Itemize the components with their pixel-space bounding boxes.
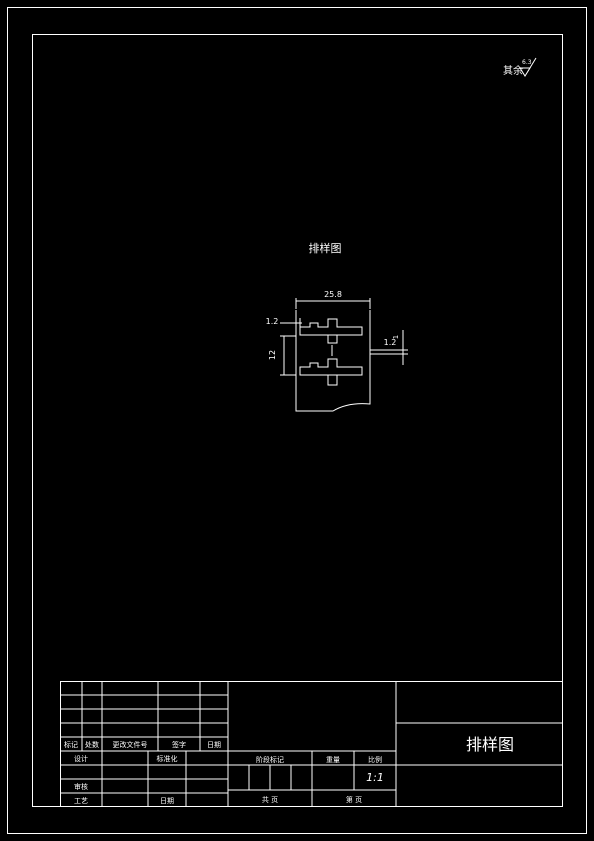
right-vertical-dim: 1: [392, 335, 400, 339]
width-dim-lines: [295, 298, 371, 309]
right-gap-dim-lines: [370, 330, 408, 365]
label-process: 工艺: [74, 797, 88, 805]
left-gap-dim: 1.2: [266, 317, 279, 326]
outer-border: [7, 7, 587, 834]
pitch-dim-lines: [280, 335, 296, 376]
sheet-number: 第 页: [346, 795, 362, 804]
roughness-symbol-icon: [519, 57, 537, 77]
label-review: 审核: [74, 782, 88, 791]
strip-layout: 25.8 1.2 12 1.2 1: [266, 290, 408, 412]
right-gap-dim: 1.2: [384, 338, 397, 347]
title-block-drawing-name: 排样图: [466, 735, 514, 754]
left-grid-rows: [60, 694, 228, 794]
left-grid-cols-upper: [81, 681, 201, 751]
scale-value: 1:1: [366, 771, 384, 784]
label-change-doc: 更改文件号: [113, 740, 148, 749]
label-date: 日期: [207, 741, 221, 749]
pitch-dim: 12: [268, 350, 277, 360]
sheets-total: 共 页: [262, 795, 278, 804]
part-lower-stem: [327, 375, 338, 386]
label-count: 处数: [85, 740, 99, 749]
roughness-label: 其余: [503, 64, 523, 77]
width-dim: 25.8: [324, 290, 342, 299]
label-date-lower: 日期: [160, 797, 174, 805]
part-lower: [299, 358, 363, 376]
label-signature: 签字: [172, 740, 186, 749]
title-block: 标记 处数 更改文件号 签字 日期 设计 标准化 审核 工艺 日期 阶段标记 重…: [60, 681, 563, 807]
label-standardize: 标准化: [157, 754, 178, 763]
drawing-title: 排样图: [309, 241, 342, 255]
left-gap-dim-lines: [280, 318, 302, 328]
label-scale: 比例: [368, 755, 382, 764]
part-upper-stem: [327, 335, 338, 344]
roughness-note: 其余 6.3: [503, 57, 537, 77]
roughness-value: 6.3: [522, 59, 532, 66]
label-design: 设计: [74, 754, 88, 763]
left-grid-cols-lower: [101, 751, 187, 807]
right-grid: [396, 722, 562, 766]
middle-grid: [228, 750, 396, 807]
label-weight: 重量: [326, 756, 340, 764]
title-block-dividers: [227, 681, 397, 807]
stage-mark-cells: [248, 765, 292, 790]
part-upper: [299, 318, 363, 336]
label-stage-mark: 阶段标记: [256, 755, 284, 764]
inner-frame: [32, 34, 563, 807]
label-mark: 标记: [64, 740, 78, 749]
strip-outline: [295, 310, 371, 412]
